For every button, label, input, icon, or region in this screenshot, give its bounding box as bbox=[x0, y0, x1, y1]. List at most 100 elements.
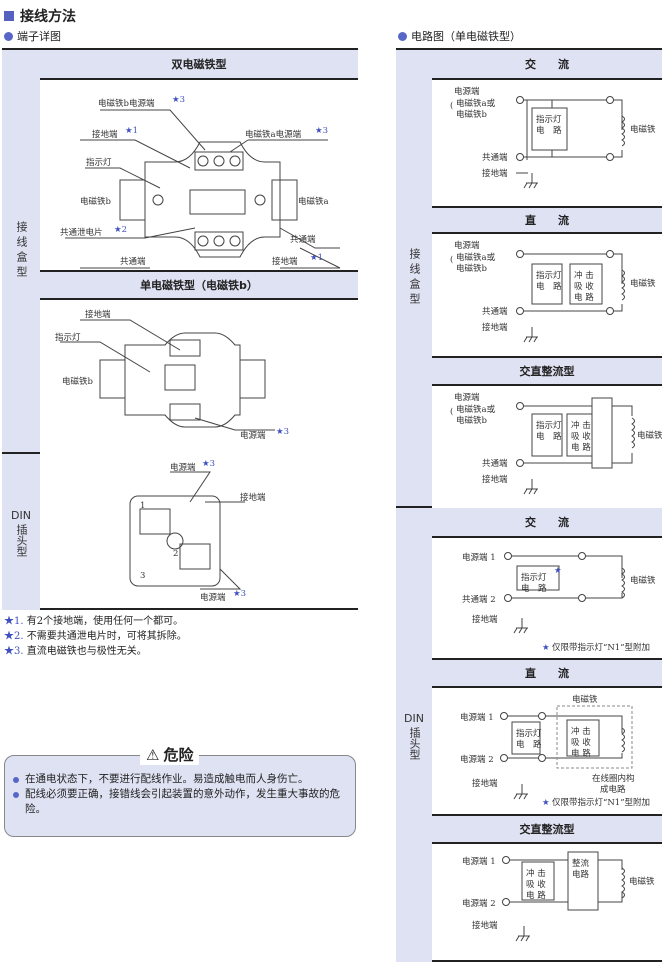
label-power1: 电源端 1 bbox=[462, 552, 496, 563]
section-header-dc: 直 流 bbox=[432, 206, 662, 234]
label-solenoid: 电磁铁 bbox=[637, 430, 662, 441]
label-surge-2: 吸 收 bbox=[526, 879, 546, 890]
label-ground: 接地端 bbox=[272, 256, 298, 267]
terminal-icon bbox=[516, 153, 524, 161]
terminal-icon bbox=[504, 594, 512, 602]
label-power2: 电源端 2 bbox=[460, 754, 494, 765]
label-power2: 电源端 2 bbox=[462, 898, 496, 909]
svg-text:★3: ★3 bbox=[202, 459, 215, 469]
label-surge-1: 冲 击 bbox=[571, 420, 591, 431]
section-header-din-acdc: 交直整流型 bbox=[432, 814, 662, 844]
coil-icon bbox=[621, 867, 625, 899]
label-rect-1: 整流 bbox=[572, 858, 590, 869]
terminal-icon bbox=[504, 552, 512, 560]
double-solenoid-header: 双电磁铁型 bbox=[40, 50, 358, 80]
circuit-heading: 电路图（单电磁铁型） bbox=[398, 28, 521, 44]
section-header-ac: 交 流 bbox=[432, 50, 662, 80]
danger-title: ⚠危险 bbox=[140, 744, 200, 765]
ground-icon bbox=[513, 784, 528, 800]
label-indicator-2: 电 路 bbox=[536, 125, 562, 136]
label-sol-ab-1: 电磁铁a或 bbox=[456, 98, 496, 109]
label-ground: 接地端 bbox=[472, 778, 498, 789]
box-type-label: 接线盒型 bbox=[2, 50, 40, 452]
circuit-diagram-ac: 电源端(电磁铁a或电磁铁b共通端接地端指示灯电 路电磁铁 bbox=[450, 86, 656, 189]
ground-icon bbox=[523, 173, 538, 189]
svg-text:★2: ★2 bbox=[114, 225, 127, 235]
svg-text:★3: ★3 bbox=[276, 427, 289, 437]
section-header-din-dc: 直 流 bbox=[432, 658, 662, 688]
svg-text:(: ( bbox=[450, 100, 453, 111]
label-surge-2: 吸 收 bbox=[571, 431, 591, 442]
label-in-coil-2: 成电路 bbox=[600, 784, 626, 795]
label-surge-2: 吸 收 bbox=[571, 737, 591, 748]
warning-triangle-icon: ⚠ bbox=[146, 745, 160, 764]
danger-box: 在通电状态下，不要进行配线作业。易造成触电而人身伤亡。配线必须要正确，接错线会引… bbox=[4, 755, 356, 837]
label-note-n1: 仅限带指示灯“N1”型附加 bbox=[552, 642, 650, 653]
label-sol-a: 电磁铁a bbox=[298, 196, 329, 207]
label-indicator-2: 电 路 bbox=[536, 431, 562, 442]
coil-icon bbox=[621, 115, 625, 147]
footnote: ★1. 有2个接地端，使用任何一个都可。 bbox=[4, 616, 184, 627]
footnote: ★3. 直流电磁铁也与极性无关。 bbox=[4, 646, 147, 657]
label-power: 电源端 bbox=[240, 430, 266, 441]
coil-icon bbox=[621, 727, 625, 753]
terminal-icon bbox=[606, 307, 614, 315]
label-surge-1: 冲 击 bbox=[571, 726, 591, 737]
label-power1: 电源端 1 bbox=[462, 856, 496, 867]
label-indicator-2: 电 路 bbox=[516, 739, 542, 750]
section-header-din-ac: 交 流 bbox=[432, 508, 662, 538]
danger-item: 配线必须要正确，接错线会引起装置的意外动作，发生重大事故的危险。 bbox=[13, 787, 345, 817]
label-power: 电源端 bbox=[200, 592, 226, 603]
svg-text:★3: ★3 bbox=[315, 126, 328, 136]
terminal-icon bbox=[516, 307, 524, 315]
label-indicator-1: 指示灯 bbox=[516, 728, 542, 739]
label-sol-ab-2: 电磁铁b bbox=[456, 109, 488, 120]
label-sol-b-power: 电磁铁b电源端 bbox=[98, 98, 155, 109]
label-common: 共通端 bbox=[482, 152, 508, 163]
label-ground: 接地端 bbox=[92, 129, 118, 140]
label-indicator: 指示灯 bbox=[86, 157, 112, 168]
label-indicator-2: 电 路 bbox=[536, 281, 562, 292]
svg-text:★1: ★1 bbox=[310, 253, 323, 263]
svg-text:★3: ★3 bbox=[233, 589, 246, 599]
label-common: 共通端 bbox=[120, 256, 146, 267]
coil-icon bbox=[621, 269, 625, 301]
label-common: 共通端 bbox=[482, 306, 508, 317]
pin-number: 1 bbox=[140, 501, 145, 511]
label-solenoid: 电磁铁 bbox=[629, 876, 655, 887]
single-solenoid-header: 单电磁铁型（电磁铁b） bbox=[40, 270, 358, 300]
coil-icon bbox=[621, 567, 625, 599]
section-header-acdc: 交直整流型 bbox=[432, 356, 662, 386]
danger-item: 在通电状态下，不要进行配线作业。易造成触电而人身伤亡。 bbox=[13, 772, 345, 787]
label-indicator-1: 指示灯 bbox=[521, 572, 547, 583]
label-rect-2: 电路 bbox=[572, 869, 590, 880]
label-surge-3: 电 路 bbox=[526, 890, 546, 901]
label-indicator-1: 指示灯 bbox=[536, 114, 562, 125]
label-sol-ab-2: 电磁铁b bbox=[456, 263, 488, 274]
label-ground: 接地端 bbox=[85, 309, 111, 320]
label-ground: 接地端 bbox=[240, 492, 266, 503]
terminal-icon bbox=[502, 898, 510, 906]
label-solenoid: 电磁铁 bbox=[572, 694, 598, 705]
terminal-icon bbox=[606, 96, 614, 104]
label-indicator-1: 指示灯 bbox=[536, 420, 562, 431]
bullet-icon bbox=[4, 31, 13, 41]
label-common2: 共通端 2 bbox=[462, 594, 496, 605]
terminal-icon bbox=[516, 96, 524, 104]
label-note-n1: 仅限带指示灯“N1”型附加 bbox=[552, 797, 650, 808]
label-solenoid: 电磁铁 bbox=[630, 124, 656, 135]
svg-text:★: ★ bbox=[554, 566, 562, 576]
label-common-plate: 共通泄电片 bbox=[60, 227, 103, 238]
label-indicator-1: 指示灯 bbox=[536, 270, 562, 281]
label-ground: 接地端 bbox=[472, 920, 498, 931]
label-solenoid: 电磁铁 bbox=[630, 575, 656, 586]
label-surge-1: 冲 击 bbox=[526, 868, 546, 879]
label-ground: 接地端 bbox=[482, 168, 508, 179]
terminal-detail-heading: 端子详图 bbox=[4, 28, 61, 44]
label-sol-ab-1: 电磁铁a或 bbox=[456, 252, 496, 263]
